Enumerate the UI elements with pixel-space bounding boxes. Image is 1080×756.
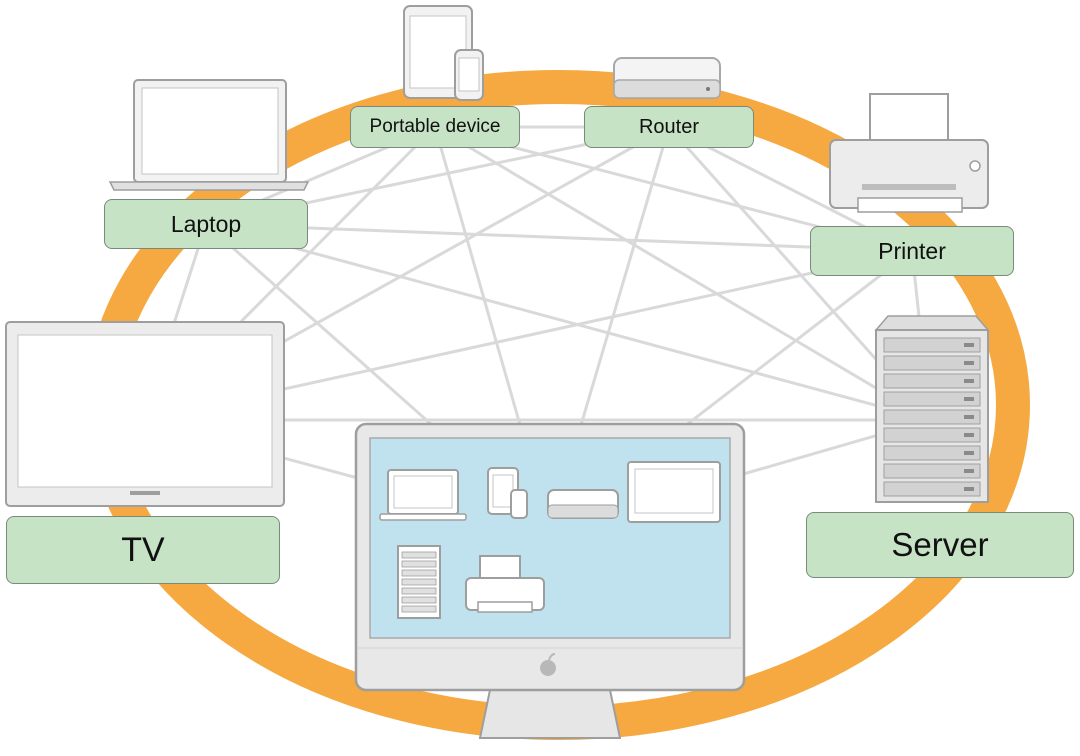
node-label-server: Server: [806, 512, 1074, 578]
server-bay-indicator: [964, 361, 974, 365]
server-bay-indicator: [964, 451, 974, 455]
screen-router-icon: [547, 489, 619, 519]
server-drive-bay: [883, 373, 981, 389]
node-label-portable-device: Portable device: [350, 106, 520, 148]
server-drive-bay: [883, 409, 981, 425]
server-bay-indicator: [964, 487, 974, 491]
printer-icon: [829, 93, 989, 213]
mini-server-bay: [401, 587, 437, 595]
screen-server-icon: [397, 545, 441, 619]
screen-printer-icon: [465, 555, 545, 613]
server-bay-indicator: [964, 469, 974, 473]
mini-server-bay: [401, 596, 437, 604]
mini-server-bay: [401, 560, 437, 568]
server-drive-bay: [883, 463, 981, 479]
link-laptop-printer: [205, 222, 913, 253]
router-icon: [613, 57, 721, 99]
screen-laptop-icon: [379, 469, 467, 521]
node-label-printer: Printer: [810, 226, 1014, 276]
screen-tv-icon: [627, 461, 721, 523]
link-portable-server: [434, 125, 931, 422]
server-drive-bay: [883, 355, 981, 371]
node-label-tv: TV: [6, 516, 280, 584]
server-drive-bay: [883, 481, 981, 497]
tablet-phone-icon: [403, 5, 484, 101]
server-bay-indicator: [964, 415, 974, 419]
laptop-icon: [108, 79, 310, 191]
mini-server-bay: [401, 569, 437, 577]
server-bay-indicator: [964, 343, 974, 347]
node-label-router: Router: [584, 106, 754, 148]
server-drive-bay: [883, 427, 981, 443]
mini-server-bay: [401, 551, 437, 559]
server-icon: [874, 315, 990, 503]
server-drive-bay: [883, 337, 981, 353]
server-drive-bay: [883, 391, 981, 407]
server-bay-indicator: [964, 433, 974, 437]
server-bay-indicator: [964, 379, 974, 383]
mini-server-bay: [401, 578, 437, 586]
mini-server-bay: [401, 605, 437, 613]
tv-icon: [5, 321, 285, 507]
server-drive-bay: [883, 445, 981, 461]
link-laptop-server: [205, 222, 931, 422]
node-label-laptop: Laptop: [104, 199, 308, 249]
screen-tablet-phone-icon: [487, 467, 528, 519]
apple-logo-icon: [540, 653, 556, 676]
server-bay-indicator: [964, 397, 974, 401]
